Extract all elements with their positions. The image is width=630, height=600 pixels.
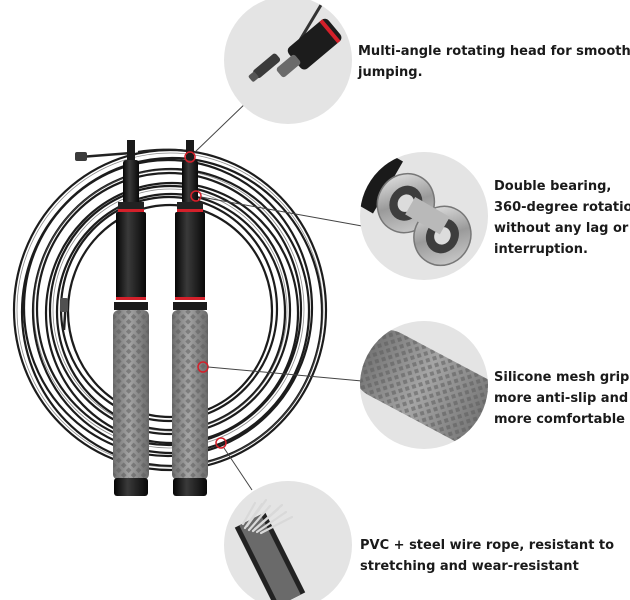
marker-bearing [190,190,202,202]
rope-end-lower [60,298,68,331]
feature-silicone-grip-text: Silicone mesh grip, more anti-slip and m… [494,367,630,430]
detail-rotating-head [224,0,352,124]
detail-silicone-grip [360,321,488,449]
marker-rotating-head [184,151,196,163]
right-handle [172,140,208,496]
feature-rotating-head-text: Multi-angle rotating head for smoother j… [358,41,630,83]
leader-lines [193,99,363,491]
feature-text-line: interruption. [494,242,588,257]
callout-markers [184,151,227,449]
feature-text-line: Multi-angle rotating head for smoother [358,44,630,59]
feature-text-line: PVC + steel wire rope, resistant to [360,538,615,553]
feature-text-line: more anti-slip and [494,391,629,406]
feature-double-bearing-text: Double bearing, 360-degree rotation with… [494,176,630,260]
coiled-rope [12,148,328,472]
feature-text-line: Silicone mesh grip, [494,370,630,385]
feature-text-line: without any lag or [494,221,629,236]
feature-text-line: Double bearing, [494,179,612,194]
marker-wire-rope [215,437,227,449]
rope-highlights [16,152,324,468]
feature-text-line: more comfortable [494,412,625,427]
feature-text-line: jumping. [358,65,423,80]
detail-wire-rope [224,481,352,600]
rope-end-left [75,151,133,161]
feature-wire-rope-text: PVC + steel wire rope, resistant to stre… [360,535,614,577]
left-handle [113,140,149,496]
feature-text-line: 360-degree rotation [494,200,630,215]
feature-text-line: stretching and wear-resistant [360,559,579,574]
detail-double-bearing [360,152,488,280]
